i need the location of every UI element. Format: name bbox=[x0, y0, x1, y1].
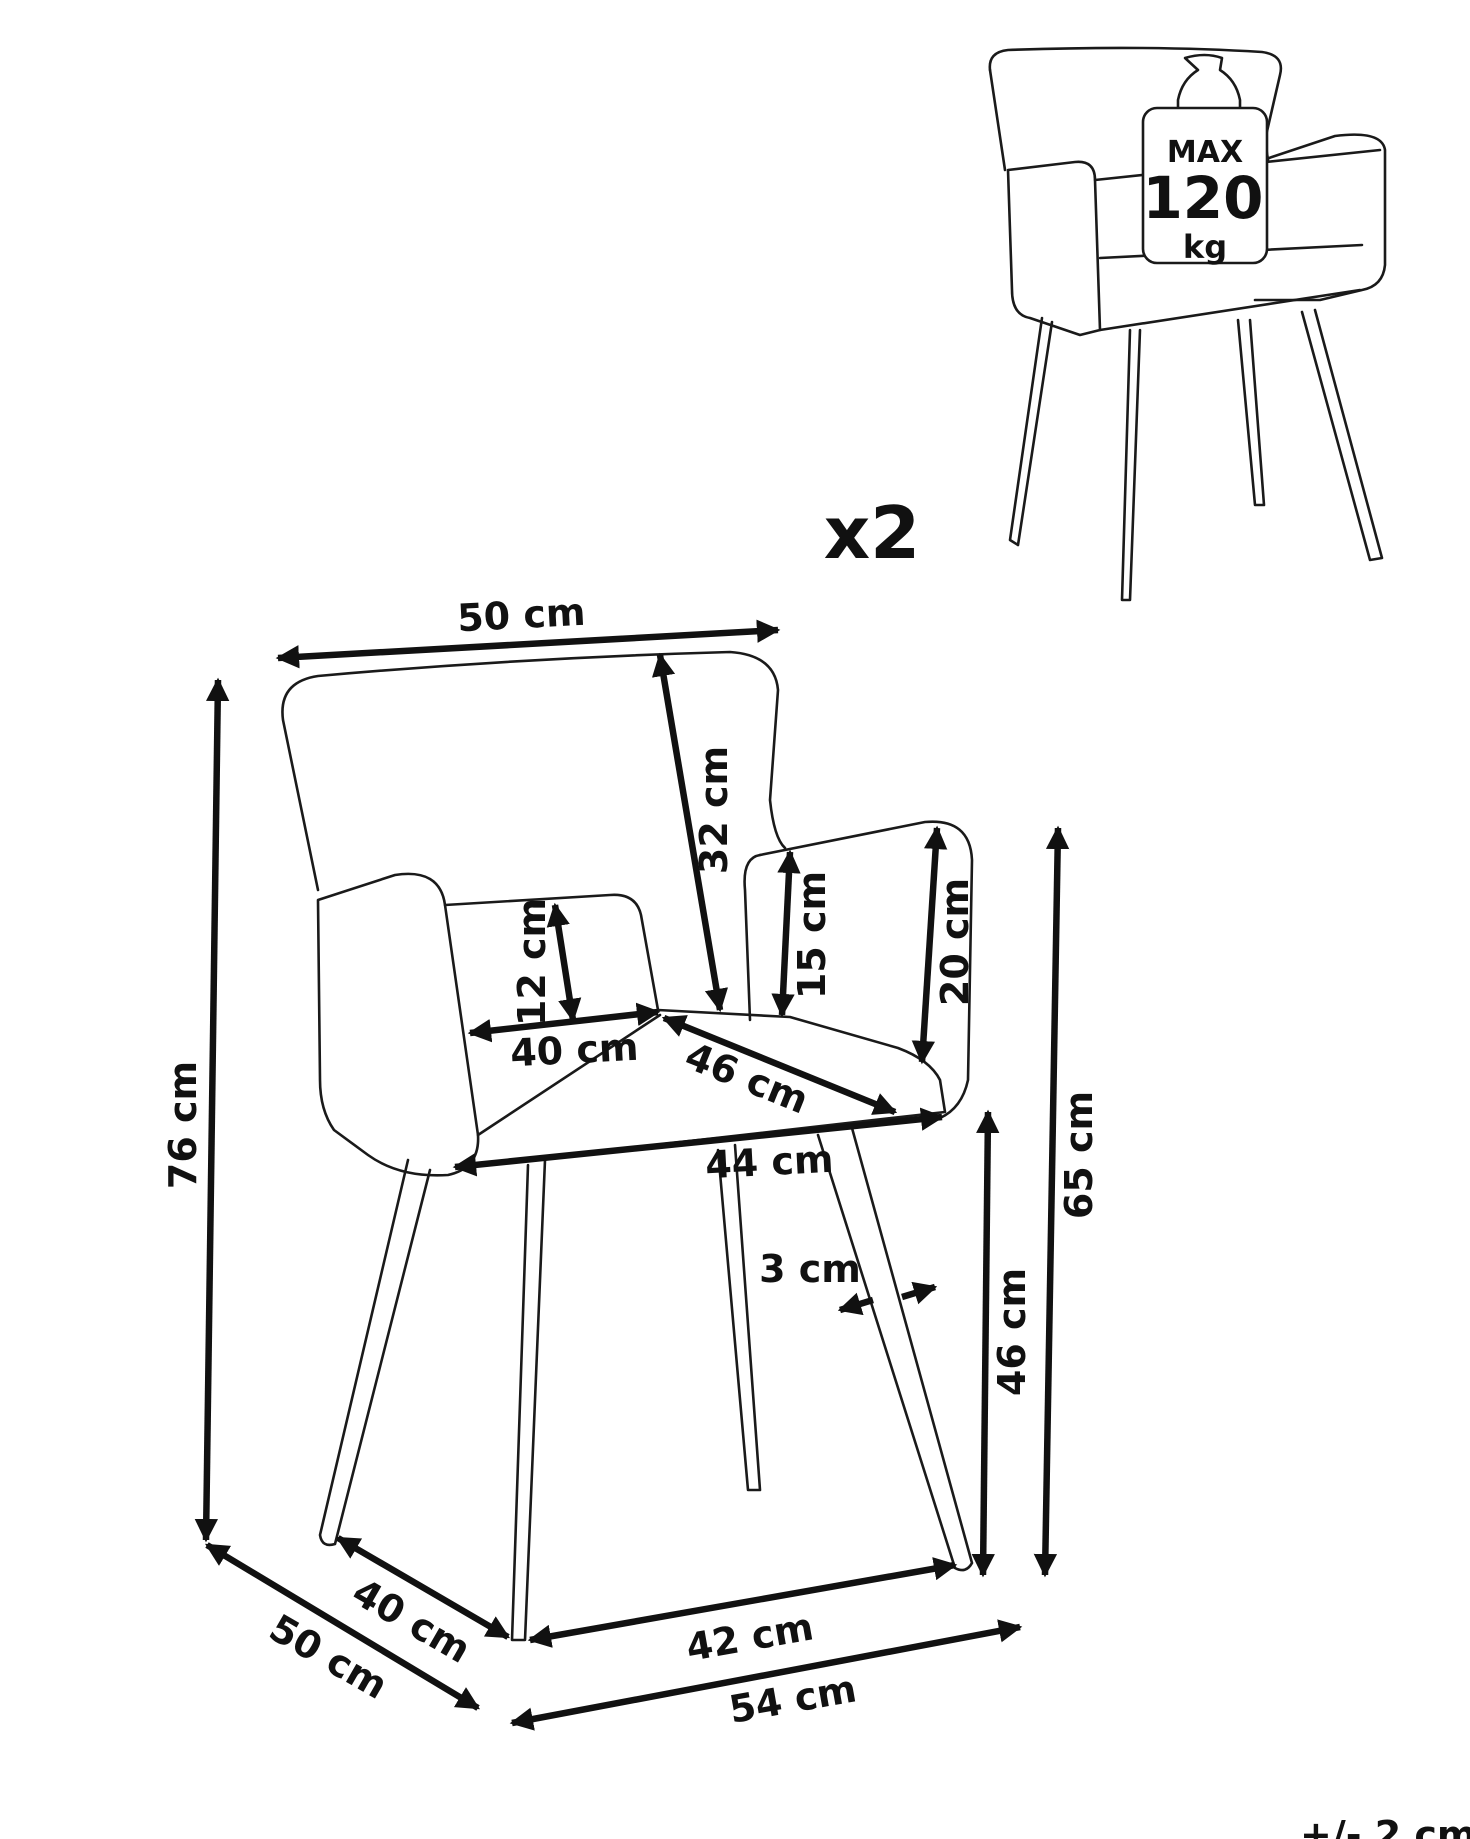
label-seat-height: 46 cm bbox=[990, 1268, 1034, 1396]
dim-line-arm-height bbox=[1033, 825, 1070, 1578]
label-seat-depth: 46 cm bbox=[679, 1034, 814, 1123]
dimension-lines bbox=[194, 619, 1070, 1731]
label-total-height: 76 cm bbox=[161, 1061, 205, 1189]
label-tolerance: +/- 2 cm bbox=[1300, 1813, 1470, 1839]
max-weight-badge: MAX 120 kg bbox=[1141, 53, 1269, 266]
label-back-width: 50 cm bbox=[456, 590, 586, 641]
badge-weight-value: 120 bbox=[1142, 164, 1263, 232]
dim-line-seat-depth bbox=[661, 1014, 898, 1116]
dim-line-back-width bbox=[275, 619, 781, 669]
large-chair-illustration bbox=[281, 650, 974, 1642]
label-leg-span-front: 42 cm bbox=[683, 1604, 817, 1670]
dim-line-seat-height bbox=[971, 1109, 1000, 1578]
dim-line-seat-inner-width bbox=[467, 1002, 661, 1043]
dim-line-armrest-back bbox=[771, 849, 801, 1018]
dimension-labels: 50 cm 32 cm 76 cm 12 cm 40 cm 46 cm 15 c… bbox=[161, 590, 1470, 1839]
label-armrest-back: 15 cm bbox=[790, 871, 834, 999]
dim-line-depth bbox=[204, 1542, 481, 1711]
label-armrest-inner: 12 cm bbox=[510, 898, 554, 1026]
label-seat-inner-width: 40 cm bbox=[509, 1025, 639, 1076]
dim-line-leg-right bbox=[901, 1281, 938, 1305]
dim-line-seat-front-width bbox=[452, 1107, 945, 1177]
dim-line-armrest-inner bbox=[546, 902, 582, 1023]
label-arm-height: 65 cm bbox=[1057, 1091, 1101, 1219]
badge-unit-label: kg bbox=[1183, 228, 1227, 266]
quantity-label: x2 bbox=[824, 491, 921, 575]
dim-line-total-height bbox=[194, 677, 230, 1543]
label-leg-thickness: 3 cm bbox=[759, 1247, 861, 1291]
dim-line-leg-left bbox=[837, 1292, 874, 1316]
dim-line-width bbox=[509, 1619, 1023, 1731]
label-armrest-front: 20 cm bbox=[933, 878, 977, 1006]
badge-max-label: MAX bbox=[1167, 135, 1243, 170]
dim-line-back-height bbox=[651, 652, 729, 1013]
dim-line-armrest-front bbox=[911, 825, 948, 1065]
label-seat-front-width: 44 cm bbox=[704, 1137, 834, 1188]
label-back-height: 32 cm bbox=[692, 746, 736, 874]
